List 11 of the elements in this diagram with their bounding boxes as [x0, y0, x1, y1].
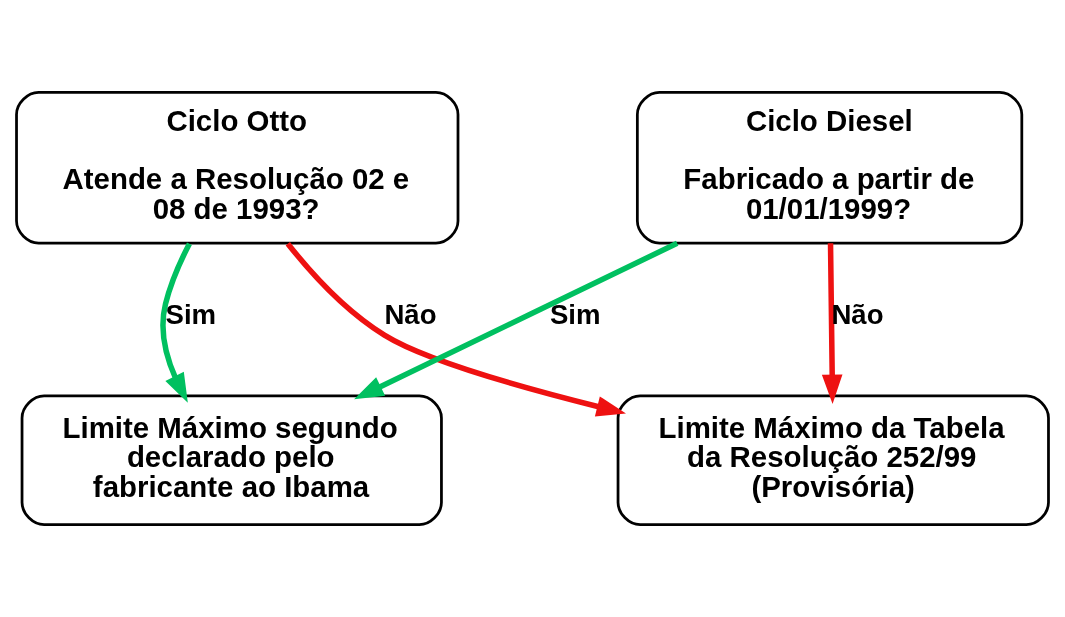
node-box: Ciclo Otto Atende a Resolução 02 e 08 de 1993? [15, 91, 460, 245]
node-box: Limite Máximo da Tabela da Resolução 252/99 (Provisória) [616, 394, 1050, 526]
arrow [354, 240, 679, 400]
edge-label: Sim [549, 299, 601, 331]
node-box: Limite Máximo segundo declarado pelo fabricante ao Ibama [20, 394, 443, 526]
arrow [821, 243, 843, 405]
edge-label: Sim [165, 299, 217, 331]
arrow [285, 242, 626, 417]
arrow [160, 242, 192, 403]
edge-label: Não [384, 299, 437, 331]
node-box: Ciclo Diesel Fabricado a partir de 01/01/1999? [635, 91, 1024, 245]
